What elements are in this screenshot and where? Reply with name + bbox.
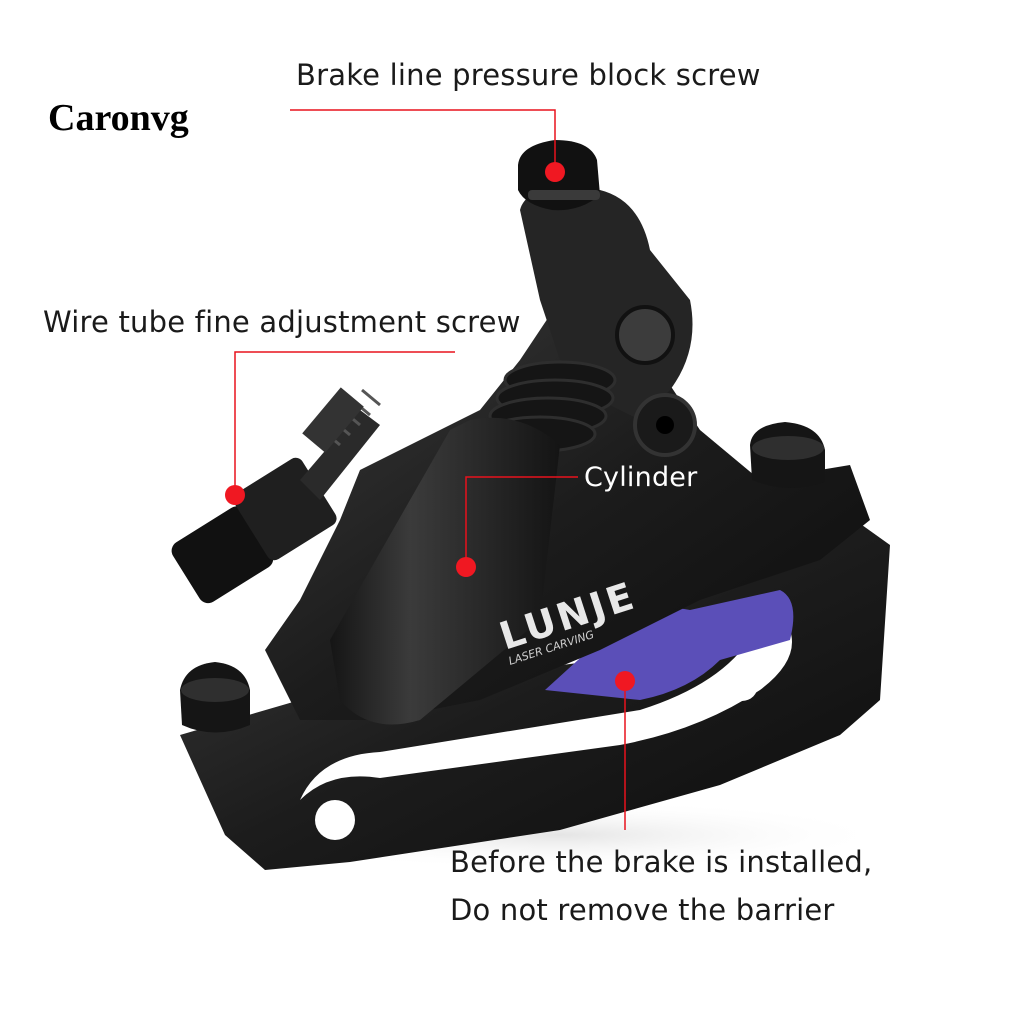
callout-dot-barrier	[615, 671, 635, 691]
label-wire-tube-adjustment-screw: Wire tube fine adjustment screw	[43, 305, 521, 339]
label-cylinder: Cylinder	[584, 462, 698, 493]
barrier-note-line1: Before the brake is installed,	[450, 845, 873, 879]
callout-dot-cylinder	[456, 557, 476, 577]
pivot-bolt	[615, 305, 675, 365]
mounting-bolt-right	[750, 422, 825, 489]
bracket-slot	[300, 620, 792, 800]
barrier-pad	[545, 590, 794, 700]
bracket-hole-left	[315, 800, 355, 840]
callout-dots	[225, 162, 635, 691]
bracket-hole-right	[726, 669, 758, 701]
mounting-bolt-left	[180, 662, 250, 733]
wire-tube-adjuster	[171, 387, 381, 604]
callout-line-cylinder	[465, 476, 578, 565]
label-barrier-note: Before the brake is installed, Do not re…	[450, 838, 872, 934]
cylinder	[330, 417, 560, 725]
barrier-note-line2: Do not remove the barrier	[450, 893, 835, 927]
callout-lines	[234, 109, 626, 830]
brand-watermark: Caronvg	[48, 97, 189, 139]
callout-line-pressure	[290, 109, 556, 170]
label-pressure-block-screw: Brake line pressure block screw	[296, 58, 761, 92]
callout-line-wire	[234, 351, 455, 495]
callout-dot-wire	[225, 485, 245, 505]
callout-dot-pressure	[545, 162, 565, 182]
